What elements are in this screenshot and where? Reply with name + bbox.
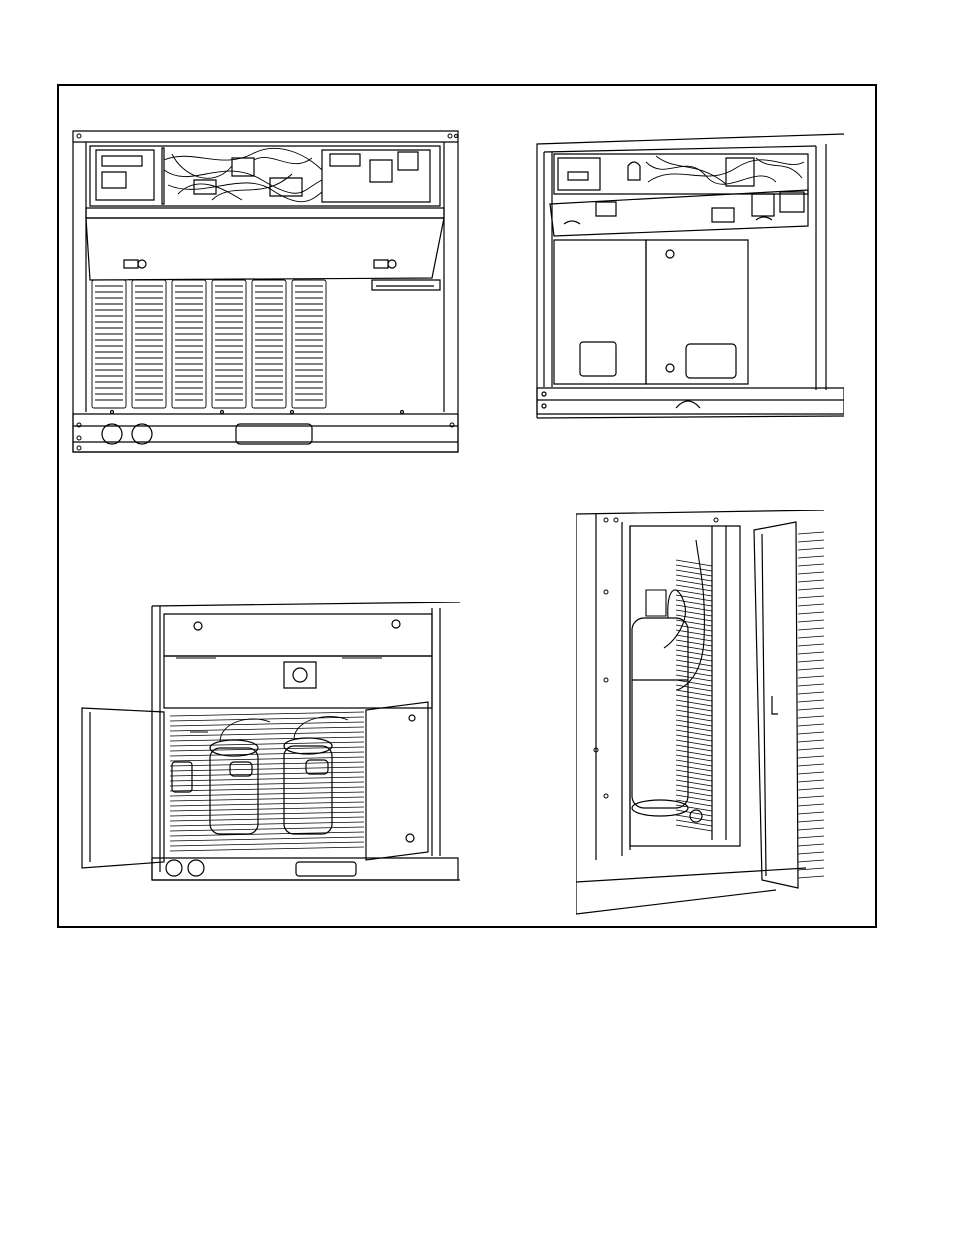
wiring-harness (164, 148, 322, 201)
louvered-grille (92, 280, 326, 408)
unit-angled-control-box-open (536, 132, 844, 420)
condenser-coil (676, 560, 712, 831)
compressor-compartment-doors-open (80, 602, 460, 884)
knockout-icon (132, 424, 152, 444)
access-panel-left (554, 240, 646, 384)
wiring-harness (646, 156, 804, 184)
capacitor-component (628, 162, 640, 180)
side-access-door (754, 522, 798, 888)
compressor (632, 618, 688, 816)
compressor-right (284, 738, 332, 834)
relay-component (232, 158, 254, 176)
knockout-icon (188, 860, 204, 876)
handle-recess (236, 424, 312, 444)
condenser-coil (170, 712, 364, 851)
upper-panel (164, 614, 432, 656)
cover-latch-icons (124, 260, 396, 268)
control-board-left (96, 150, 154, 200)
warning-label (596, 202, 616, 216)
compressor-side-access-door-open (576, 510, 824, 916)
control-box-cover (86, 218, 444, 280)
control-board-right (322, 150, 430, 202)
control-box-interior (90, 146, 440, 206)
right-access-door (366, 702, 428, 860)
refrigerant-piping (646, 540, 704, 690)
knockout-icon (166, 860, 182, 876)
unit-top-edge (152, 602, 460, 606)
access-panel-right (646, 240, 748, 384)
info-label (752, 194, 774, 216)
terminal-block (726, 158, 754, 186)
cover-hinge-strip (86, 208, 444, 218)
control-box-cover (550, 190, 808, 236)
handle-recess (296, 862, 356, 876)
panel-label (580, 342, 616, 376)
info-label (780, 192, 804, 212)
handle-recess (676, 401, 700, 408)
unit-outline (73, 131, 458, 452)
disconnect-switch (284, 662, 316, 688)
side-louvers (798, 532, 824, 878)
base-rail (73, 414, 458, 452)
door-handle-icon (772, 696, 778, 714)
base-rail (152, 858, 458, 880)
unit-top-edge (576, 510, 824, 514)
warning-label (712, 208, 734, 222)
knockout-icon (102, 424, 122, 444)
panel-label (686, 344, 736, 378)
accumulator (172, 762, 192, 792)
unit-front-control-box-open (72, 130, 460, 454)
